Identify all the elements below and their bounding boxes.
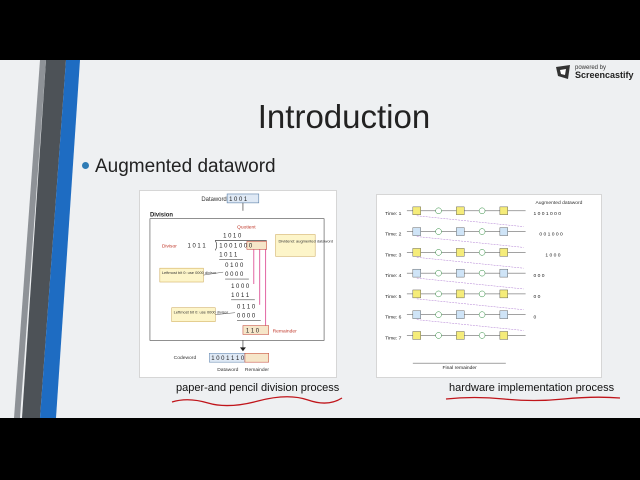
shift-path [416, 236, 524, 248]
register-cell [499, 248, 508, 257]
xor-gate-icon [435, 311, 442, 318]
xor-gate-icon [435, 332, 442, 339]
fig2-time-5: Time: 5 [385, 294, 402, 300]
fig1-remainder-sub: Remainder [245, 367, 270, 373]
shift-path [416, 215, 524, 227]
xor-gate-icon [478, 269, 486, 277]
register-cell [456, 206, 465, 215]
register-cell [412, 331, 421, 340]
caption-paper-pencil: paper-and pencil division process [176, 382, 340, 394]
fig1-dataword-label: Dataword [201, 197, 226, 203]
fig2-time-7: Time: 7 [385, 335, 402, 341]
slide-title: Introduction [257, 98, 431, 135]
watermark-brand-text: Screencastify [575, 69, 634, 80]
fig2-time-4: Time: 4 [385, 273, 402, 279]
shift-path [416, 298, 524, 310]
bullet-dot-icon [82, 161, 89, 169]
fig1-quotient-bits: 1 0 1 0 [223, 234, 242, 240]
register-cell [456, 248, 465, 257]
fig2-bits-5: 0 0 [534, 294, 541, 300]
fig2-time-3: Time: 3 [385, 252, 402, 258]
bullet-text: Augmented dataword [95, 156, 276, 177]
presentation-slide: powered by Screencastify Introduction Au… [0, 60, 640, 418]
fig1-divisor-bits: 1 0 1 1 [188, 243, 206, 249]
shift-path [416, 257, 524, 269]
fig1-row-1: 1 0 1 1 [219, 252, 237, 258]
fig1-dividend-bits: 1 0 0 1 0 0 0 [219, 243, 253, 249]
fig2-bits-1: 1 0 0 1 0 0 0 [534, 211, 562, 217]
screencastify-watermark: powered by Screencastify [554, 63, 634, 81]
hardware-figure: Augmented dataword Time: 1 Time: 2 Time:… [376, 194, 602, 378]
register-cell [412, 206, 421, 215]
fig1-row-3: 0 0 0 0 [225, 272, 244, 278]
register-cell [412, 227, 421, 236]
hardware-register-grid [406, 206, 526, 340]
fig2-bits-4: 0 0 0 [534, 273, 545, 279]
register-cell [499, 289, 508, 299]
register-cell [456, 331, 465, 340]
xor-gate-icon [478, 290, 486, 298]
xor-gate-icon [435, 290, 442, 298]
fig2-bits-2: 0 0 1 0 0 0 [539, 232, 563, 238]
fig2-time-2: Time: 2 [385, 232, 402, 238]
fig1-note-2: Leftmost bit 0: use 0000 divisor [174, 310, 229, 315]
fig2-bits-6: 0 [534, 315, 537, 321]
fig1-remainder-bits: 1 1 0 [246, 328, 260, 334]
fig2-time-6: Time: 6 [385, 315, 402, 321]
fig1-row-4: 1 0 0 0 [231, 284, 250, 290]
xor-gate-icon [435, 228, 442, 235]
division-figure: Dataword 1 0 0 1 Division Quotient 1 0 1… [139, 190, 337, 378]
register-cell [456, 310, 465, 319]
fig2-bits-3: 1 0 0 0 [545, 252, 560, 258]
register-cell [412, 289, 421, 299]
bullet-item: Augmented dataword [82, 156, 276, 178]
shift-path [416, 277, 524, 290]
fig1-row-6: 0 1 1 0 [237, 305, 256, 311]
fig1-dataword-sub: Dataword [217, 367, 238, 373]
fig2-header: Augmented dataword [535, 200, 582, 206]
fig1-division-label: Division [150, 213, 173, 219]
fig1-divisor-label: Divisor [162, 243, 177, 249]
register-cell [412, 310, 421, 319]
xor-gate-icon [478, 228, 486, 235]
fig2-time-1: Time: 1 [385, 211, 402, 217]
fig1-quotient-label: Quotient [237, 225, 256, 231]
register-cell [499, 331, 508, 340]
register-cell [456, 227, 465, 236]
register-cell [499, 206, 508, 215]
register-cell [456, 289, 465, 299]
register-cell [499, 268, 508, 278]
caption-right-underline [445, 396, 621, 402]
xor-gate-icon [478, 332, 486, 339]
fig1-remainder-label: Remainder [273, 328, 298, 334]
xor-gate-icon [435, 207, 442, 215]
register-cell [499, 227, 508, 236]
caption-hardware: hardware implementation process [449, 382, 615, 394]
fig1-row-7: 0 0 0 0 [237, 314, 256, 320]
fig1-row-2: 0 1 0 0 [225, 263, 244, 269]
fig1-dividend-note: Dividend: augmented dataword [279, 238, 334, 243]
caption-left-underline [171, 396, 343, 407]
shift-path [416, 319, 524, 331]
xor-gate-icon [478, 207, 486, 215]
register-cell [499, 310, 508, 319]
watermark-small-text: powered by [575, 64, 607, 71]
xor-gate-icon [435, 249, 442, 256]
register-cell [456, 268, 465, 278]
register-cell [412, 268, 421, 278]
xor-gate-icon [478, 311, 486, 318]
xor-gate-icon [478, 249, 486, 256]
fig1-row-5: 1 0 1 1 [231, 293, 249, 299]
fig2-footer: Final remainder [443, 365, 478, 371]
fig1-note-1: Leftmost bit 0: use 0000 divisor [162, 270, 217, 275]
xor-gate-icon [435, 269, 442, 277]
decorative-stripes [14, 60, 80, 418]
screencastify-logo-icon [556, 65, 570, 79]
fig1-dataword-bits: 1 0 0 1 [229, 197, 247, 203]
fig1-codeword-label: Codeword [174, 355, 197, 361]
register-cell [412, 248, 421, 257]
fig1-codeword-bits: 1 0 0 1 1 1 0 [211, 356, 245, 362]
